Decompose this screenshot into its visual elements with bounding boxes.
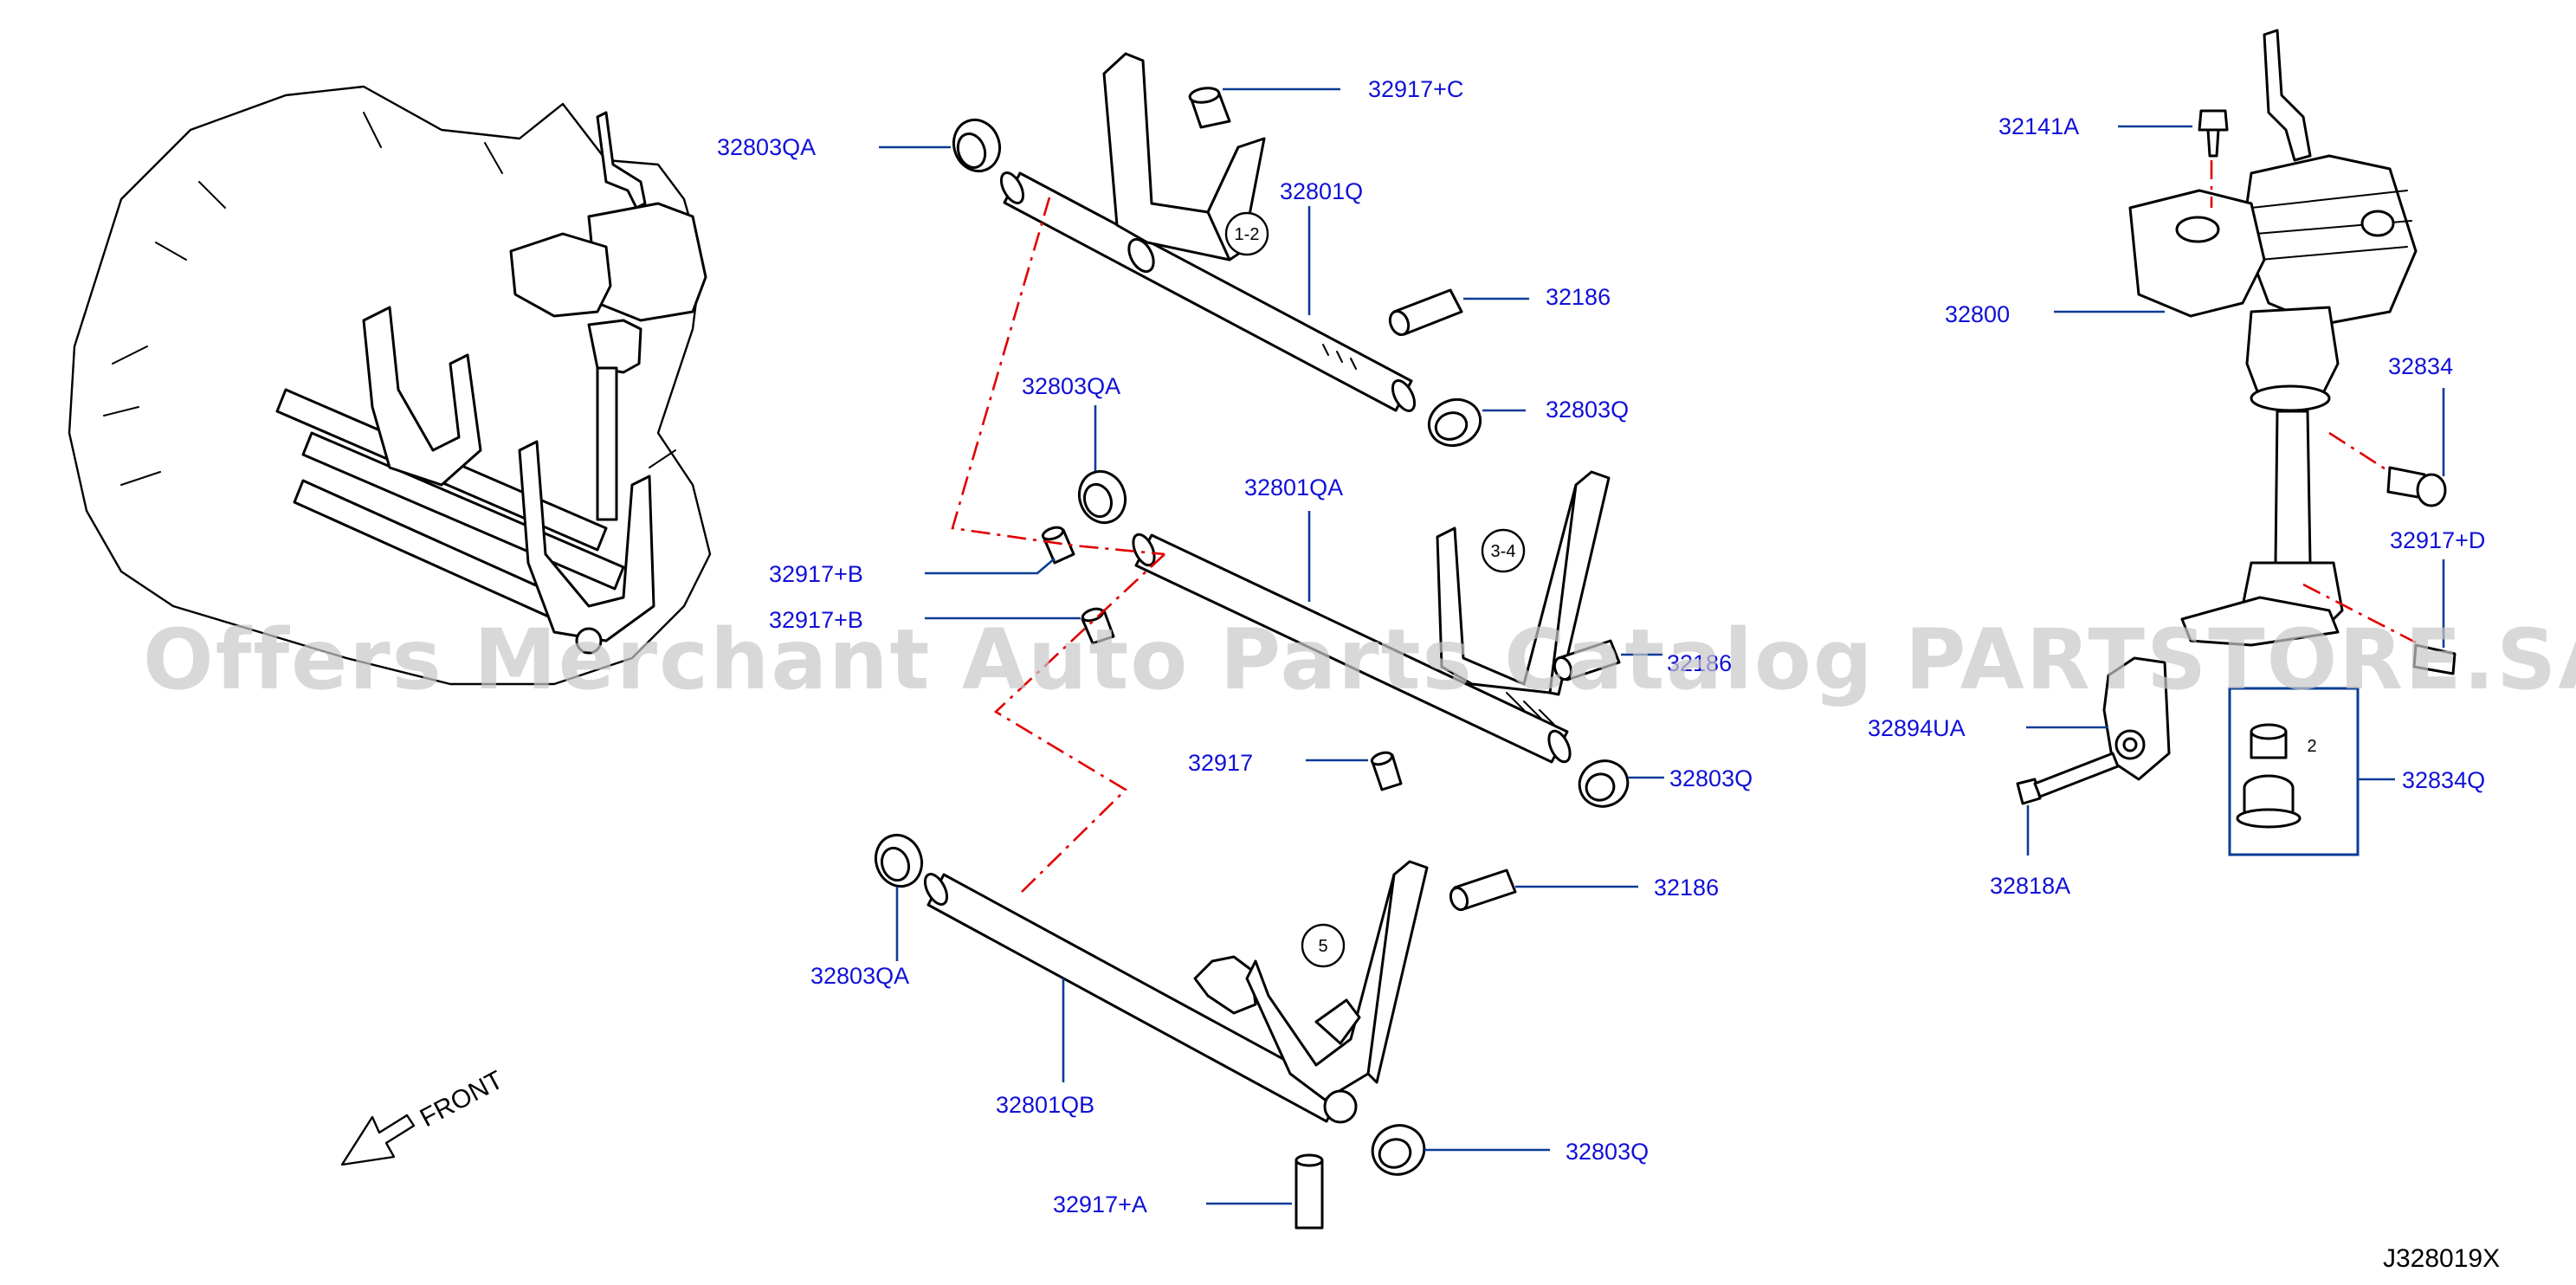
leader-lines	[879, 87, 2445, 1205]
pin-32917A	[1294, 1153, 1324, 1230]
fork-rail-1-2: 1-2	[999, 52, 1417, 412]
label-32186-mid[interactable]: 32186	[1667, 650, 1732, 676]
diagram-code: J328019X	[2383, 1244, 2500, 1273]
label-32917D[interactable]: 32917+D	[2390, 527, 2485, 553]
detent-32186-mid	[1553, 639, 1621, 681]
control-assembly-32800	[2128, 29, 2418, 647]
label-32801QB[interactable]: 32801QB	[996, 1092, 1094, 1118]
label-32141A[interactable]: 32141A	[1998, 113, 2079, 139]
bolt-32818A	[2016, 752, 2120, 805]
label-32803QA-low[interactable]: 32803QA	[810, 963, 909, 989]
pin-32917D	[2412, 643, 2457, 675]
label-32803Q-top[interactable]: 32803Q	[1546, 397, 1629, 423]
pin-32917	[1370, 751, 1403, 791]
front-label: FRONT	[416, 1066, 508, 1133]
bushing-32803QA-low	[875, 833, 923, 888]
label-32834Q[interactable]: 32834Q	[2402, 767, 2485, 793]
pin-32917B-2	[1081, 607, 1115, 645]
fork-rail-3-4: 3-4	[1132, 470, 1611, 764]
bushing-32803Q-low	[1371, 1124, 1426, 1176]
callout-5	[1301, 923, 1346, 968]
fork-rail-5: 5	[923, 860, 1429, 1124]
label-32917B-1[interactable]: 32917+B	[769, 561, 863, 587]
label-32803Q-mid[interactable]: 32803Q	[1669, 765, 1753, 791]
pin-32917B-1	[1041, 526, 1075, 565]
label-32818A[interactable]: 32818A	[1990, 873, 2070, 899]
bushing-32803QA-mid	[1078, 469, 1127, 525]
callout-1-2-text: 1-2	[1235, 225, 1260, 244]
transmission-overview-illustration	[68, 85, 712, 686]
kit-box-32834Q: 2	[2228, 687, 2360, 856]
callout-1-2	[1224, 211, 1269, 256]
part-labels: 32803QA 32917+C 32801Q 32186 32803Q 3280…	[717, 76, 2485, 1217]
label-32834[interactable]: 32834	[2388, 353, 2453, 379]
kit-quantity: 2	[2307, 737, 2316, 756]
label-32803QA-mid[interactable]: 32803QA	[1022, 373, 1120, 399]
detent-32186-low	[1449, 869, 1517, 912]
bolt-32141A	[2198, 109, 2229, 158]
bushing-32803QA-top	[952, 118, 1001, 173]
label-32917C[interactable]: 32917+C	[1368, 76, 1463, 102]
plug-32834	[2386, 466, 2447, 507]
label-32186-low[interactable]: 32186	[1654, 875, 1719, 901]
pin-32917C	[1188, 87, 1231, 129]
detent-32186-top	[1388, 288, 1463, 337]
assembly-lines	[951, 160, 2417, 893]
watermark: Offers Merchant Auto Parts Catalog PARTS…	[143, 611, 2576, 708]
callout-3-4-text: 3-4	[1491, 542, 1516, 561]
label-32803Q-low[interactable]: 32803Q	[1566, 1139, 1649, 1165]
label-32917[interactable]: 32917	[1188, 750, 1253, 776]
label-32801QA[interactable]: 32801QA	[1244, 475, 1343, 500]
front-arrow-icon	[340, 1114, 416, 1166]
bushing-32803Q-mid	[1578, 759, 1630, 808]
label-32917A[interactable]: 32917+A	[1053, 1191, 1147, 1217]
label-32801Q[interactable]: 32801Q	[1280, 178, 1363, 204]
callout-3-4	[1481, 528, 1526, 573]
label-32894UA[interactable]: 32894UA	[1868, 715, 1966, 741]
label-32186-top[interactable]: 32186	[1546, 284, 1611, 310]
callout-5-text: 5	[1318, 937, 1327, 956]
label-32803QA-top[interactable]: 32803QA	[717, 134, 816, 160]
label-32800[interactable]: 32800	[1945, 301, 2010, 327]
bracket-32894UA	[2102, 656, 2171, 781]
bushing-32803Q-top	[1427, 398, 1482, 447]
label-32917B-2[interactable]: 32917+B	[769, 607, 863, 633]
front-direction-indicator: FRONT	[340, 1066, 508, 1166]
